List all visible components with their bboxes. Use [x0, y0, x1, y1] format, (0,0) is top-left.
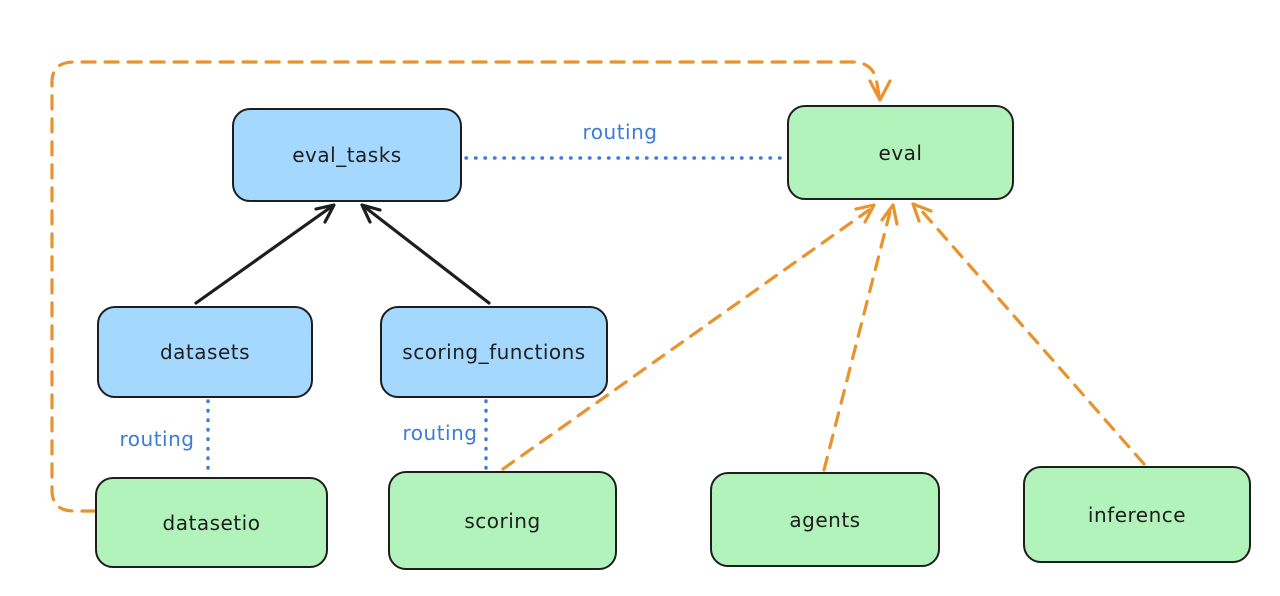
node-datasets-label: datasets [159, 340, 251, 364]
edge-scoring-to-eval [501, 203, 876, 471]
arrowhead-icon [360, 203, 382, 224]
node-scoring-label: scoring [464, 508, 541, 533]
node-eval-label: eval [878, 140, 923, 165]
edge-scoring-functions-to-eval-tasks [360, 203, 491, 305]
node-scoring: scoring [388, 471, 617, 570]
node-inference-label: inference [1087, 502, 1187, 527]
node-datasetio: datasetio [95, 477, 328, 568]
arrowhead-icon [880, 203, 899, 226]
node-agents-label: agents [789, 507, 861, 532]
edge-inference-to-eval [911, 202, 1146, 466]
node-scoring-functions: scoring_functions [380, 306, 608, 398]
edge-label-routing-scoring-functions-scoring: routing [402, 421, 478, 445]
edge-label-routing-datasets-datasetio: routing [119, 427, 195, 451]
arrowhead-icon [911, 202, 933, 223]
arrowhead-icon [314, 203, 336, 224]
node-eval-tasks: eval_tasks [232, 108, 462, 202]
arrowhead-icon [868, 79, 892, 102]
node-datasets: datasets [97, 306, 313, 398]
edge-agents-to-eval [822, 203, 899, 472]
node-eval: eval [787, 105, 1014, 200]
node-scoring-functions-label: scoring_functions [402, 340, 586, 364]
node-eval-tasks-label: eval_tasks [292, 143, 402, 167]
edge-label-routing-eval-tasks-eval: routing [582, 120, 658, 144]
node-datasetio-label: datasetio [162, 510, 261, 535]
node-inference: inference [1023, 466, 1251, 563]
node-agents: agents [710, 472, 940, 567]
edge-datasetio-to-eval [50, 60, 892, 513]
edge-datasets-to-eval-tasks [194, 203, 336, 305]
arrowhead-icon [854, 203, 876, 224]
